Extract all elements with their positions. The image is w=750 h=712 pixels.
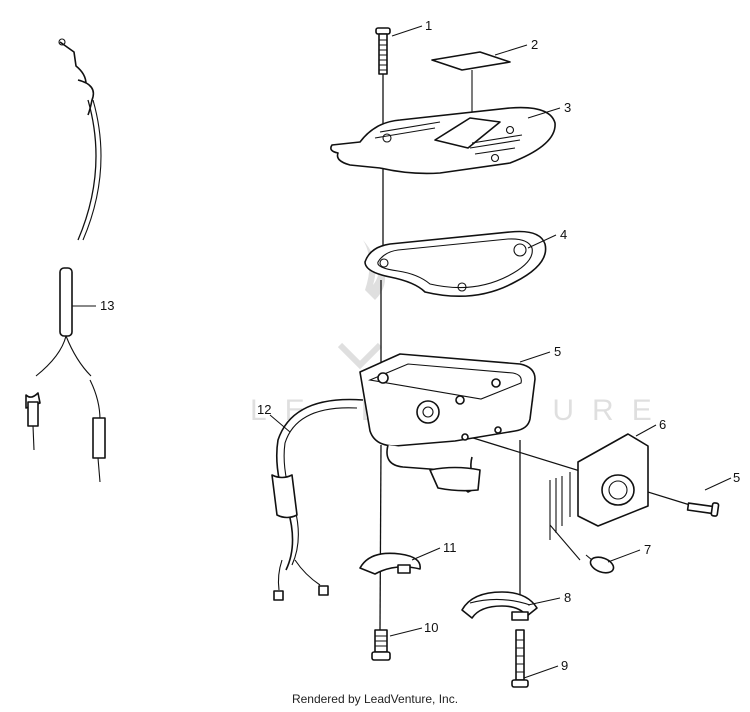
callout-11: 11 — [443, 540, 457, 555]
callout-13: 13 — [100, 298, 114, 313]
part-7-bulb — [585, 554, 615, 574]
callout-6: 6 — [659, 417, 666, 432]
callout-7: 7 — [644, 542, 651, 557]
rendered-by-footer: Rendered by LeadVenture, Inc. — [291, 692, 459, 706]
callout-5-screw: 5 — [733, 470, 740, 485]
part-8-clamp — [461, 591, 538, 621]
callout-10: 10 — [424, 620, 438, 635]
part-2-decal — [431, 51, 511, 115]
part-11-spring — [359, 552, 421, 575]
part-3-cover — [330, 106, 556, 175]
callout-4: 4 — [560, 227, 567, 242]
callout-9: 9 — [561, 658, 568, 673]
part-5-throttle-housing — [359, 353, 536, 493]
part-12-wiring-harness — [271, 398, 364, 601]
callout-1: 1 — [425, 18, 432, 33]
part-4-gasket — [364, 230, 547, 297]
part-10-screw — [371, 629, 391, 661]
callout-12: 12 — [257, 402, 271, 417]
part-1-screw — [375, 27, 391, 75]
callout-3: 3 — [564, 100, 571, 115]
callout-2: 2 — [531, 37, 538, 52]
part-5-screw — [686, 502, 720, 517]
part-13-throttle-cable — [25, 38, 106, 483]
callout-leaders — [72, 25, 732, 679]
callout-5-housing: 5 — [554, 344, 561, 359]
part-9-screw — [511, 629, 529, 688]
callout-numbers: 1 2 3 4 5 5 6 7 8 9 10 11 12 13 — [100, 18, 740, 673]
callout-8: 8 — [564, 590, 571, 605]
part-6-switch-housing — [549, 433, 649, 561]
